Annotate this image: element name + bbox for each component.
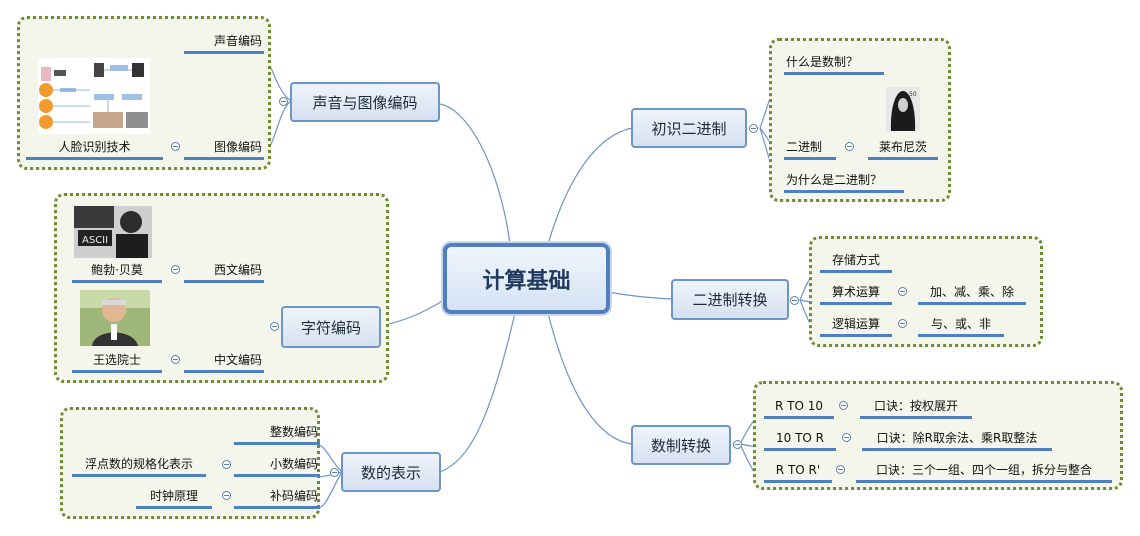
leaf-chinese-encoding[interactable]: 中文编码: [184, 352, 264, 373]
collapse-toggle-icon[interactable]: [330, 468, 339, 477]
collapse-toggle-icon[interactable]: [171, 265, 180, 274]
leaf-r-to-10-tip[interactable]: 口诀：按权展开: [860, 398, 972, 419]
leaf-bob-bemer[interactable]: 鲍勃·贝莫: [72, 262, 162, 283]
region-binary-intro: [769, 38, 951, 202]
leaf-sound-encoding[interactable]: 声音编码: [184, 33, 264, 54]
leaf-r-to-r-tip[interactable]: 口诀：三个一组、四个一组，拆分与整合: [856, 462, 1112, 483]
topic-binary-convert[interactable]: 二进制转换: [671, 279, 789, 320]
leaf-leibniz[interactable]: 莱布尼茨: [868, 139, 938, 160]
bob-bemer-photo: ASCII: [74, 206, 152, 258]
collapse-toggle-icon[interactable]: [842, 433, 851, 442]
region-binary-convert: [809, 236, 1043, 347]
leaf-image-encoding[interactable]: 图像编码: [184, 139, 264, 160]
topic-sound-image-encoding[interactable]: 声音与图像编码: [290, 82, 440, 122]
collapse-toggle-icon[interactable]: [790, 296, 799, 305]
leaf-10-to-r-tip[interactable]: 口诀：除R取余法、乘R取整法: [862, 430, 1052, 451]
leaf-r-to-r[interactable]: R TO R': [764, 462, 832, 483]
topic-char-encoding[interactable]: 字符编码: [281, 306, 381, 348]
collapse-toggle-icon[interactable]: [749, 124, 758, 133]
leaf-face-recognition[interactable]: 人脸识别技术: [26, 139, 163, 160]
collapse-toggle-icon[interactable]: [222, 491, 231, 500]
region-number-repr: [60, 407, 320, 519]
collapse-toggle-icon[interactable]: [836, 465, 845, 474]
topic-base-convert[interactable]: 数制转换: [631, 425, 731, 465]
collapse-toggle-icon[interactable]: [733, 440, 742, 449]
leaf-arithmetic-ops[interactable]: 算术运算: [820, 284, 892, 305]
svg-text:ASCII: ASCII: [82, 235, 108, 246]
leaf-western-encoding[interactable]: 西文编码: [184, 262, 264, 283]
collapse-toggle-icon[interactable]: [171, 355, 180, 364]
leaf-float-normalization[interactable]: 浮点数的规格化表示: [72, 456, 206, 477]
collapse-toggle-icon[interactable]: [898, 287, 907, 296]
collapse-toggle-icon[interactable]: [171, 142, 180, 151]
svg-text:50: 50: [909, 91, 917, 98]
leaf-arithmetic-detail[interactable]: 加、减、乘、除: [918, 284, 1026, 305]
leaf-integer-encoding[interactable]: 整数编码: [234, 424, 320, 445]
leaf-what-is-number-system[interactable]: 什么是数制？: [784, 54, 884, 75]
central-topic[interactable]: 计算基础: [443, 243, 610, 314]
leaf-binary[interactable]: 二进制: [784, 139, 836, 160]
leaf-clock-principle[interactable]: 时钟原理: [136, 488, 212, 509]
collapse-toggle-icon[interactable]: [839, 401, 848, 410]
collapse-toggle-icon[interactable]: [845, 142, 854, 151]
region-base-convert: [753, 381, 1123, 490]
leaf-logic-detail[interactable]: 与、或、非: [918, 316, 1004, 337]
leaf-storage-method[interactable]: 存储方式: [820, 252, 892, 273]
leaf-r-to-10[interactable]: R TO 10: [764, 398, 834, 419]
leaf-10-to-r[interactable]: 10 TO R: [764, 430, 836, 451]
leaf-why-binary[interactable]: 为什么是二进制？: [784, 172, 904, 193]
leaf-logic-ops[interactable]: 逻辑运算: [820, 316, 892, 337]
wang-xuan-photo: [80, 290, 150, 346]
face-recognition-diagram-image: [38, 58, 150, 134]
topic-number-repr[interactable]: 数的表示: [341, 452, 441, 492]
leibniz-portrait-image: 50: [886, 87, 920, 131]
topic-binary-intro[interactable]: 初识二进制: [631, 108, 747, 148]
collapse-toggle-icon[interactable]: [898, 319, 907, 328]
leaf-decimal-encoding[interactable]: 小数编码: [234, 456, 320, 477]
collapse-toggle-icon[interactable]: [270, 322, 279, 331]
leaf-complement-encoding[interactable]: 补码编码: [234, 488, 320, 509]
collapse-toggle-icon[interactable]: [222, 460, 231, 469]
leaf-wang-xuan[interactable]: 王选院士: [72, 352, 162, 373]
collapse-toggle-icon[interactable]: [279, 97, 288, 106]
